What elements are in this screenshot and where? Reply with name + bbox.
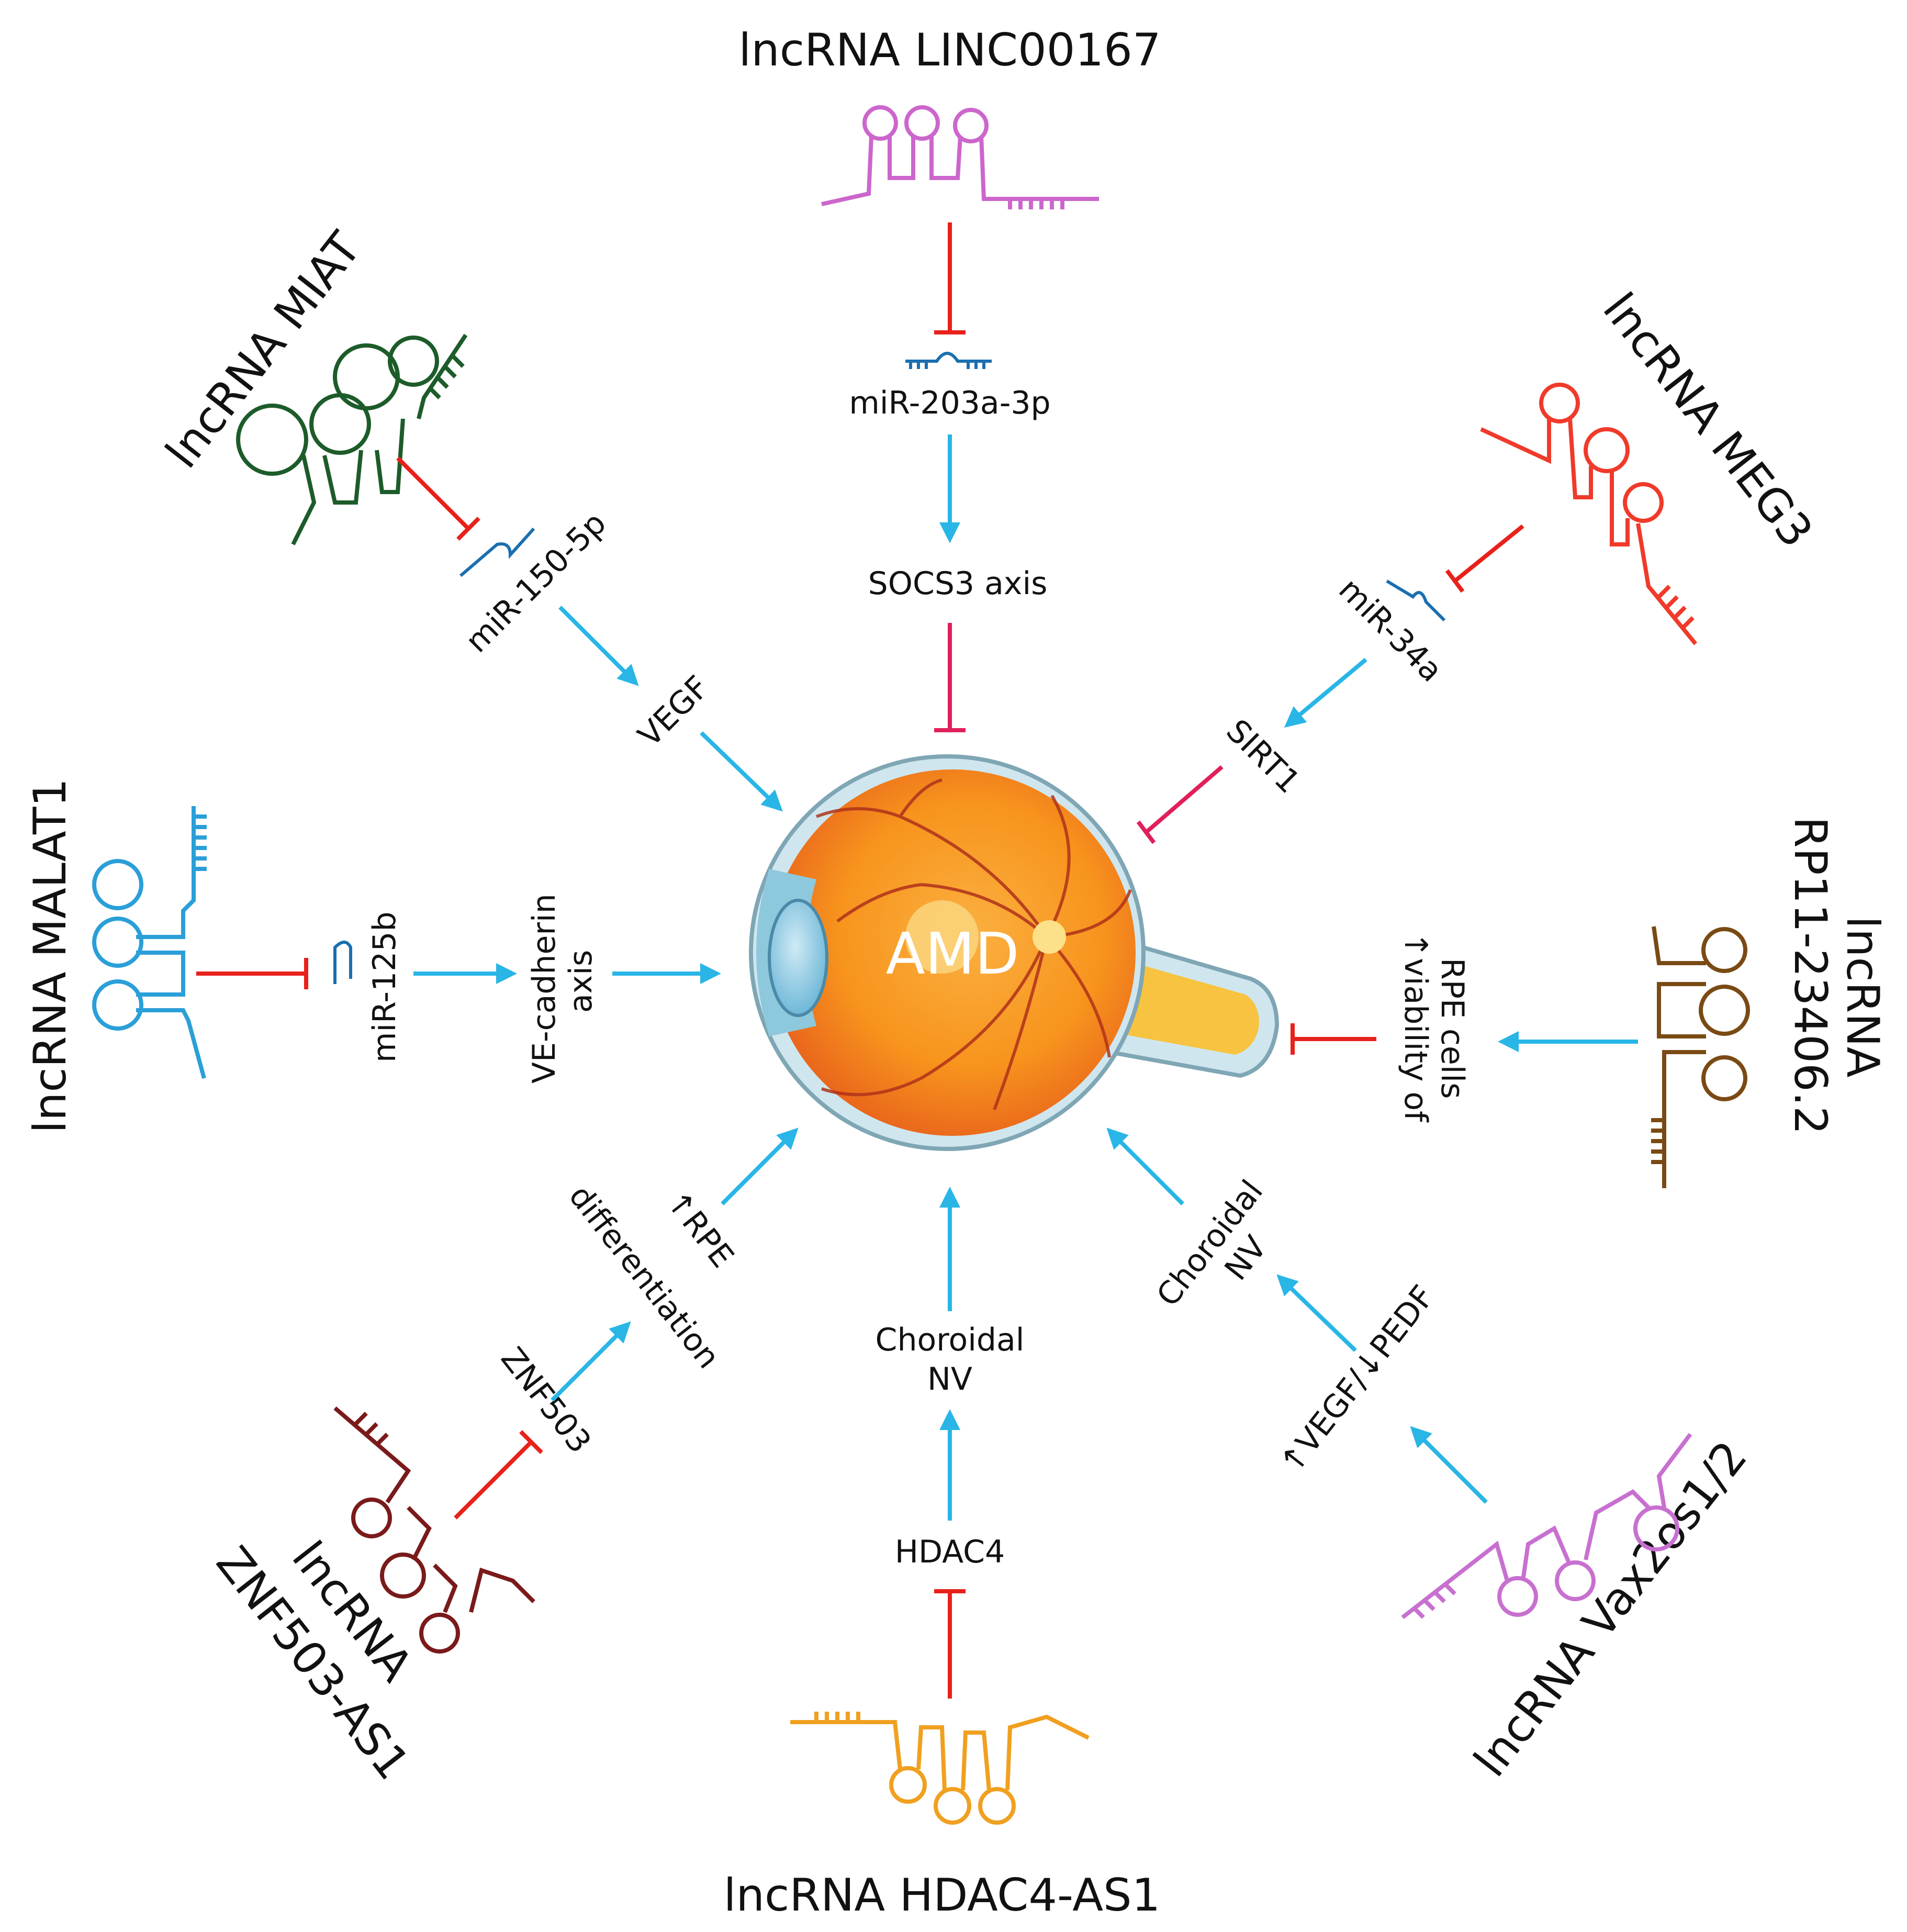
eye-illustration: AMD: [749, 754, 1280, 1151]
lncrna-malat1-group: lncRNA MALAT1 miR-125b VE-cadherin axis: [24, 778, 721, 1133]
arrow-vax2-vegfpedf: [1410, 1426, 1488, 1504]
amd-label: AMD: [886, 920, 1019, 987]
mirna-icon: [1386, 579, 1446, 622]
znf503-label: ZNF503: [493, 1341, 598, 1460]
rna-hairpin-icon: [1651, 926, 1750, 1188]
mir203-label: miR-203a-3p: [849, 385, 1050, 421]
arrow-vegf-amd: [700, 731, 783, 812]
mirna-icon: [905, 352, 992, 369]
rna-hairpin-icon: [821, 105, 1099, 209]
mir125b-label: miR-125b: [366, 911, 403, 1063]
rna-hairpin-icon: [1480, 383, 1698, 645]
lncrna-vax2-label: lncRNA Vax2os1/2: [1464, 1432, 1757, 1786]
viability-label-line2: RPE cells: [1434, 958, 1471, 1099]
lncrna-hdac4as1-group: lncRNA HDAC4-AS1 HDAC4 Choroidal NV: [724, 1187, 1161, 1922]
vecadherin-label-line1: VE-cadherin: [526, 894, 563, 1084]
inhibit-hdac4as1-hdac4: [934, 1589, 966, 1699]
lncrna-rp11-label-line2: RP11-23406.2: [1784, 817, 1836, 1135]
lncrna-miat-group: lncRNA MIAT miR-150-5p VEGF: [156, 222, 783, 812]
vegf-label: VEGF: [631, 669, 716, 754]
hdac4-label: HDAC4: [895, 1534, 1005, 1570]
inhibit-malat1-mir125b: [196, 958, 308, 989]
rna-hairpin-icon: [92, 806, 207, 1079]
inhibit-znf503as1-znf503: [454, 1430, 543, 1520]
lncrna-rp11-label-line1: lncRNA: [1836, 916, 1889, 1078]
arrow-chnv-right-amd: [1106, 1127, 1184, 1205]
choroidal-nv-bottom-line2: NV: [927, 1361, 972, 1398]
choroidal-nv-bottom-line1: Choroidal: [876, 1322, 1025, 1358]
inhibit-meg3-mir34a: [1445, 524, 1524, 593]
lncrna-znf503-group: lncRNA ZNF503-AS1 ZNF503 ↑RPE differenti…: [206, 1127, 799, 1790]
inhibit-miat-mir150: [396, 456, 480, 541]
mirna-icon: [459, 527, 535, 577]
lncrna-linc00167-label: lncRNA LINC00167: [738, 24, 1161, 76]
lncrna-rp11-group: lncRNA RP11-23406.2 ↑viability of RPE ce…: [1291, 817, 1889, 1188]
lncrna-miat-label: lncRNA MIAT: [156, 222, 372, 478]
arrow-mir150-vegf: [558, 606, 639, 686]
mirna-icon: [333, 941, 352, 984]
inhibit-viability-amd: [1291, 1023, 1376, 1055]
rna-hairpin-icon: [236, 333, 468, 545]
lncrna-linc00167-group: lncRNA LINC00167 miR-203a-3p SOCS3 axis: [738, 24, 1161, 732]
arrow-znf503-rpe: [551, 1321, 631, 1402]
arrow-rpe-amd: [721, 1127, 799, 1205]
lncrna-meg3-label: lncRNA MEG3: [1592, 283, 1822, 557]
inhibit-linc00167-mir203: [934, 222, 966, 334]
arrow-vegfpedf-chnv: [1276, 1274, 1357, 1352]
macula-drusen: [905, 900, 979, 974]
vecadherin-label-line2: axis: [563, 950, 599, 1013]
sirt1-label: SIRT1: [1219, 712, 1307, 800]
vegf-pedf-label: ↑VEGF/↓PEDF: [1273, 1279, 1442, 1481]
lncrna-meg3-group: lncRNA MEG3 miR-34a SIRT1: [1136, 283, 1823, 844]
lncrna-malat1-label: lncRNA MALAT1: [24, 778, 76, 1133]
rna-hairpin-icon: [1401, 1433, 1692, 1620]
lncrna-hdac4as1-label: lncRNA HDAC4-AS1: [724, 1869, 1161, 1922]
inhibit-sirt1-amd: [1136, 765, 1224, 844]
lncrna-vax2-group: lncRNA Vax2os1/2 ↑VEGF/↓PEDF Choroidal N…: [1106, 1127, 1757, 1786]
rna-hairpin-icon: [333, 1406, 535, 1654]
arrow-mir34a-sirt1: [1284, 657, 1367, 728]
rna-hairpin-icon: [790, 1712, 1090, 1825]
viability-label-line1: ↑viability of: [1397, 932, 1434, 1123]
inhibit-socs3-amd: [934, 623, 966, 732]
socs3-label: SOCS3 axis: [868, 565, 1048, 602]
lens: [768, 899, 828, 1017]
